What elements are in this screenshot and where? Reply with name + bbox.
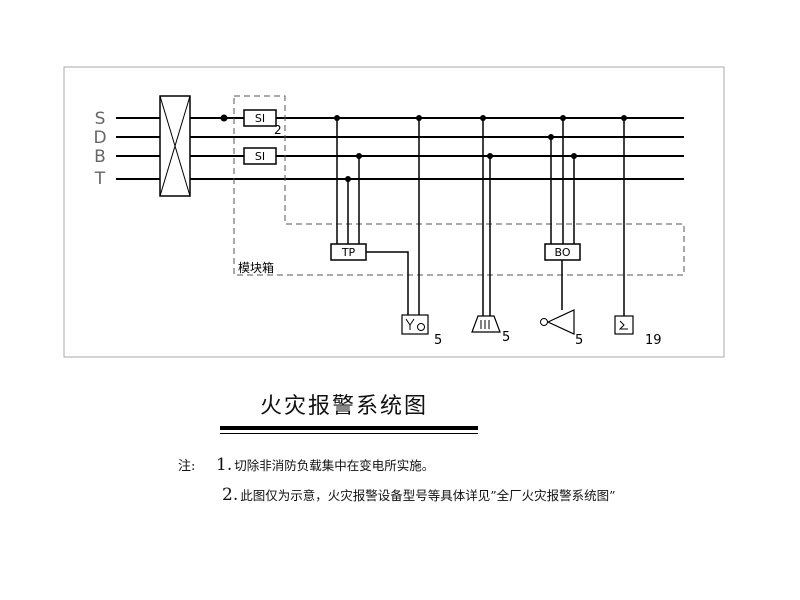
svg-text:SI: SI [255,112,265,125]
note-2: 2. 此图仅为示意，火灾报警设备型号等具体详见”全厂火灾报警系统图” [178,485,616,515]
bell-qty: 5 [502,330,510,345]
bell-wiring [482,118,491,316]
note-2-text: 此图仅为示意，火灾报警设备型号等具体详见”全厂火灾报警系统图” [240,488,616,503]
tp-junctions [334,115,362,182]
note-1: 注: 1. 切除非消防负载集中在变电所实施。 [178,455,616,485]
bus-labels: S D B T [93,109,106,189]
svg-text:TP: TP [341,246,356,259]
notes: 注: 1. 切除非消防负载集中在变电所实施。 2. 此图仅为示意，火灾报警设备型… [178,455,616,515]
si-isolator-top: SI [243,109,277,127]
svg-text:BO: BO [554,246,570,259]
bus-junction [220,114,228,122]
title-underline-thick [220,426,478,430]
diagram-title: 火灾报警系统图 [260,394,429,419]
manual-call-point-icon [614,315,634,335]
bus-label-d: D [93,128,106,148]
svg-text:SI: SI [255,150,265,163]
bo-junctions [548,115,577,159]
si-top-suffix: 2 [274,123,282,137]
call-point-qty: 19 [645,333,662,348]
detector-junction [416,115,422,121]
notes-label: 注: [178,459,196,474]
detector-qty: 5 [434,333,442,348]
diagram-frame [63,66,725,358]
note-1-text: 切除非消防负载集中在变电所实施。 [234,458,435,473]
bus-lines-right [190,117,684,180]
bus-label-t: T [94,169,106,189]
tp-module: TP [330,243,367,261]
module-box-label: 模块箱 [238,260,274,275]
note-2-number: 2. [222,485,239,505]
note-1-number: 1. [216,455,233,475]
bo-module: BO [544,243,581,261]
bus-lines-left [116,117,160,180]
module-box-outline [233,95,685,276]
title-block: 火灾报警系统图 [220,388,480,434]
si-isolator-bottom: SI [243,147,277,165]
distribution-panel-icon [159,95,191,197]
tp-wiring [336,118,409,315]
smoke-detector-icon [401,314,429,335]
title-underline-thin [220,433,478,434]
call-point-junction [621,115,627,121]
bus-label-s: S [95,109,106,129]
bo-wiring [550,118,575,310]
alarm-bell-icon [471,315,501,333]
speaker-icon [540,309,575,335]
bell-junctions [480,115,493,159]
bus-label-b: B [94,147,106,167]
speaker-qty: 5 [575,333,583,348]
